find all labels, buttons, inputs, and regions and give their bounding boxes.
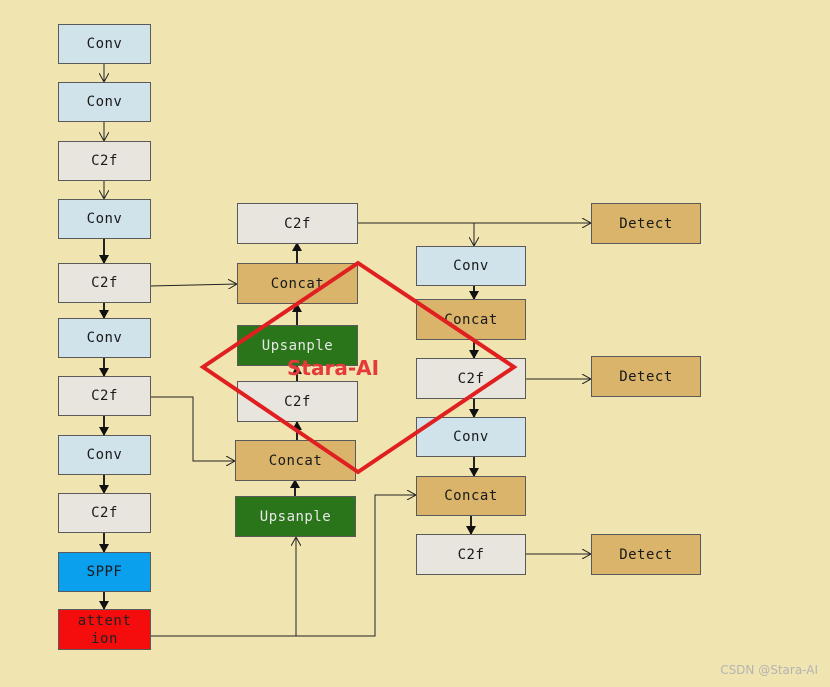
neck-concat-top: Concat bbox=[237, 263, 358, 304]
backbone-c2f-2: C2f bbox=[58, 263, 151, 303]
arrow-c2f3-neck-concat-mid bbox=[150, 396, 235, 461]
detect-head-2: Detect bbox=[591, 356, 701, 397]
neck-c2f-mid: C2f bbox=[237, 381, 358, 422]
arrow-attention-upsample bbox=[150, 537, 296, 637]
backbone-c2f-1: C2f bbox=[58, 141, 151, 181]
backbone-conv-2: Conv bbox=[58, 82, 151, 122]
backbone-conv-1: Conv bbox=[58, 24, 151, 64]
detect-head-1: Detect bbox=[591, 203, 701, 244]
attention-block: attent ion bbox=[58, 609, 151, 650]
credit-text: CSDN @Stara-AI bbox=[720, 663, 818, 677]
pan-conv-2: Conv bbox=[416, 417, 526, 457]
detect-head-3: Detect bbox=[591, 534, 701, 575]
backbone-conv-5: Conv bbox=[58, 435, 151, 475]
pan-c2f-2: C2f bbox=[416, 534, 526, 575]
arrow-c2f2-neck-concat-top bbox=[149, 284, 237, 286]
arrow-attention-pan-concat2 bbox=[296, 495, 416, 637]
sppf-block: SPPF bbox=[58, 552, 151, 592]
pan-c2f-1: C2f bbox=[416, 358, 526, 399]
pan-concat-2: Concat bbox=[416, 476, 526, 516]
neck-c2f-top: C2f bbox=[237, 203, 358, 244]
backbone-c2f-3: C2f bbox=[58, 376, 151, 416]
neck-upsample-bottom: Upsanple bbox=[235, 496, 356, 537]
backbone-c2f-4: C2f bbox=[58, 493, 151, 533]
backbone-conv-4: Conv bbox=[58, 318, 151, 358]
pan-concat-1: Concat bbox=[416, 299, 526, 340]
watermark-text: Stara-AI bbox=[287, 356, 380, 380]
pan-conv-1: Conv bbox=[416, 246, 526, 286]
neck-concat-mid: Concat bbox=[235, 440, 356, 481]
backbone-conv-3: Conv bbox=[58, 199, 151, 239]
